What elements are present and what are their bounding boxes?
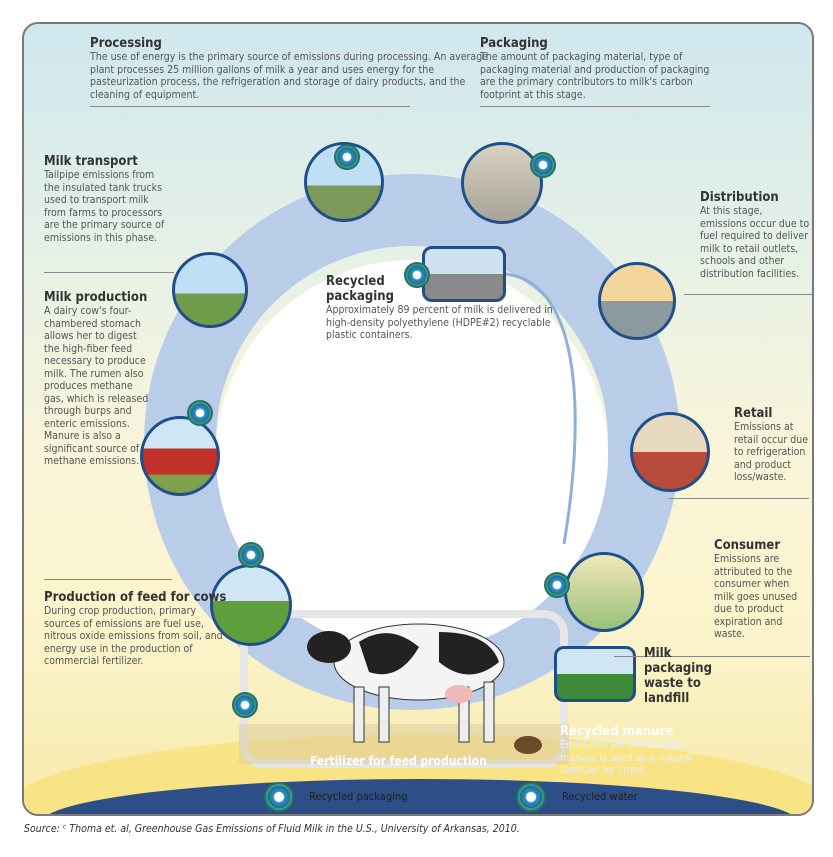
milk-transport-text: Tailpipe emissions from the insulated ta… bbox=[44, 169, 165, 244]
processing-title: Processing bbox=[90, 36, 162, 51]
retail-image bbox=[630, 412, 710, 492]
feed-text: During crop production, primary sources … bbox=[44, 605, 223, 667]
distribution-text: At this stage, emissions occur due to fu… bbox=[700, 205, 810, 280]
feed-image bbox=[210, 564, 292, 646]
recycled-manure-title: Recycled manure bbox=[560, 724, 674, 739]
divider bbox=[614, 656, 810, 657]
recycled-water-icon bbox=[187, 400, 213, 426]
milk-transport-image bbox=[172, 252, 248, 328]
milk-production-text: A dairy cow's four-chambered stomach all… bbox=[44, 305, 149, 467]
distribution-title: Distribution bbox=[700, 190, 779, 205]
divider bbox=[44, 272, 174, 273]
divider bbox=[44, 579, 172, 580]
recycled-water-icon bbox=[544, 572, 570, 598]
landfill-block: Milk packaging waste to landfill bbox=[644, 646, 714, 706]
divider bbox=[480, 106, 710, 107]
landfill-title: Milk packaging waste to landfill bbox=[644, 646, 712, 706]
recycled-manure-text: Emissions are offset when manure is used… bbox=[560, 739, 692, 776]
consumer-text: Emissions are attributed to the consumer… bbox=[714, 553, 798, 640]
source-citation: Source: ᶜ Thoma et. al, Greenhouse Gas E… bbox=[24, 823, 520, 835]
recycled-packaging-title: Recycled packaging bbox=[326, 274, 394, 304]
fertilizer-label: Fertilizer for feed production bbox=[310, 754, 487, 768]
processing-text: The use of energy is the primary source … bbox=[90, 51, 489, 101]
recycled-packaging-icon bbox=[238, 542, 264, 568]
recycled-packaging-text: Approximately 89 percent of milk is deli… bbox=[326, 304, 553, 341]
legend-recycled-water-icon bbox=[516, 782, 546, 812]
recycled-packaging-icon bbox=[530, 152, 556, 178]
distribution-image bbox=[598, 262, 676, 340]
milk-production-title: Milk production bbox=[44, 290, 148, 305]
consumer-title: Consumer bbox=[714, 538, 781, 553]
recycled-packaging-icon bbox=[404, 262, 430, 288]
landfill-image bbox=[554, 646, 636, 702]
packaging-title: Packaging bbox=[480, 36, 548, 51]
consumer-image bbox=[564, 552, 644, 632]
divider bbox=[90, 106, 410, 107]
milk-production-image bbox=[140, 416, 220, 496]
packaging-text: The amount of packaging material, type o… bbox=[480, 51, 710, 101]
legend-recycled-water: Recycled water bbox=[562, 790, 638, 803]
recycled-water-icon bbox=[334, 144, 360, 170]
packaging-image bbox=[461, 142, 543, 224]
milk-transport-title: Milk transport bbox=[44, 154, 138, 169]
cow-illustration bbox=[307, 623, 505, 743]
feed-title: Production of feed for cows bbox=[44, 590, 227, 605]
legend-recycled-packaging-icon bbox=[264, 782, 294, 812]
recycled-water-icon bbox=[232, 692, 258, 718]
retail-text: Emissions at retail occur due to refrige… bbox=[734, 421, 809, 483]
retail-title: Retail bbox=[734, 406, 773, 421]
manure-icon bbox=[514, 736, 542, 754]
legend-recycled-packaging: Recycled packaging bbox=[309, 790, 408, 803]
divider bbox=[684, 294, 812, 295]
divider bbox=[669, 498, 809, 499]
